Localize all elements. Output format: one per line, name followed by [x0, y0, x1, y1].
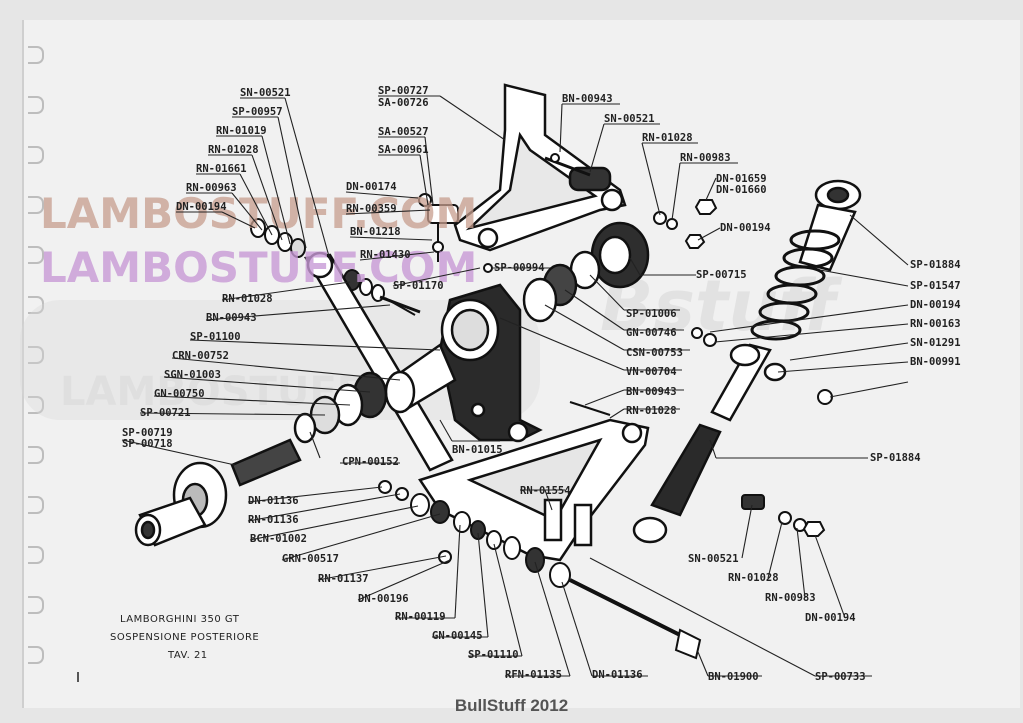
part-label: DN-00194	[910, 299, 961, 311]
part-label: RN-00119	[395, 611, 446, 623]
part-label: SA-00726	[378, 97, 429, 109]
part-label: SP-00727	[378, 85, 429, 97]
part-label: RFN-01135	[505, 669, 562, 681]
part-label: SP-00715	[696, 269, 747, 281]
part-label: BN-01900	[708, 671, 759, 683]
binder-ring	[28, 96, 44, 114]
part-label: RN-01137	[318, 573, 369, 585]
part-label: RN-01028	[728, 572, 779, 584]
part-label: DN-00196	[358, 593, 409, 605]
part-label: CRN-00752	[172, 350, 229, 362]
binder-ring	[28, 146, 44, 164]
part-label: RN-01028	[626, 405, 677, 417]
part-label: SN-01291	[910, 337, 961, 349]
part-label: RN-01136	[248, 514, 299, 526]
part-label: BN-00943	[562, 93, 613, 105]
part-label: SN-00521	[240, 87, 291, 99]
part-label: SP-01547	[910, 280, 961, 292]
binder-ring	[28, 196, 44, 214]
coilover-shock	[632, 179, 862, 544]
part-label: SA-00527	[378, 126, 429, 138]
part-label: DN-01659	[716, 173, 767, 185]
part-label: GN-00145	[432, 630, 483, 642]
part-label: BN-01015	[452, 444, 503, 456]
part-label: DN-01136	[248, 495, 299, 507]
part-label: RN-01661	[196, 163, 247, 175]
part-label: DN-00194	[720, 222, 771, 234]
part-label: SP-00733	[815, 671, 866, 683]
part-label: GN-00746	[626, 327, 677, 339]
part-label: DN-00194	[805, 612, 856, 624]
part-label: RN-01028	[222, 293, 273, 305]
part-label: SP-01006	[626, 308, 677, 320]
diagram-caption: LAMBORGHINI 350 GT SOSPENSIONE POSTERIOR…	[110, 614, 259, 661]
part-label: BN-00943	[626, 386, 677, 398]
part-label: RN-01430	[360, 249, 411, 261]
part-label: DN-01660	[716, 184, 767, 196]
part-label: RN-01019	[216, 125, 267, 137]
part-label: RN-00963	[186, 182, 237, 194]
part-label: BN-00943	[206, 312, 257, 324]
part-label: SGN-01003	[164, 369, 221, 381]
part-label: SP-01110	[468, 649, 519, 661]
binder-ring	[28, 396, 44, 414]
part-label: RN-01028	[208, 144, 259, 156]
part-label: RN-00983	[680, 152, 731, 164]
part-label: RN-00359	[346, 203, 397, 215]
part-label: SP-00718	[122, 438, 173, 450]
part-label: SA-00961	[378, 144, 429, 156]
part-label: DN-01136	[592, 669, 643, 681]
part-label: SP-00719	[122, 427, 173, 439]
brake-disc	[522, 221, 650, 323]
binder-ring	[28, 446, 44, 464]
part-label: GRN-00517	[282, 553, 339, 565]
footer-credit: BullStuff 2012	[454, 696, 569, 715]
part-label: VN-00704	[626, 366, 677, 378]
binder-ring	[28, 246, 44, 264]
part-label: SN-00521	[688, 553, 739, 565]
watermark-primary: LAMBOSTUFF.COM	[40, 189, 477, 238]
upper-wishbone	[453, 83, 627, 252]
part-label: SP-01100	[190, 331, 241, 343]
part-label: RN-00163	[910, 318, 961, 330]
part-label: SP-00994	[494, 262, 545, 274]
binder-ring	[28, 346, 44, 364]
binder-ring	[28, 46, 44, 64]
part-label: DN-00174	[346, 181, 397, 193]
part-label: SP-01170	[393, 280, 444, 292]
lower-bushings	[410, 493, 702, 660]
stub-axle	[134, 438, 302, 547]
part-label: CPN-00152	[342, 456, 399, 468]
part-label: RN-01554	[520, 485, 571, 497]
binder-ring	[28, 296, 44, 314]
part-labels: SN-00521 SP-00957 RN-01019 RN-01028 RN-0…	[122, 85, 961, 683]
part-label: BCN-01002	[250, 533, 307, 545]
binder-ring	[28, 596, 44, 614]
caption-line-3: TAV. 21	[167, 650, 208, 661]
hub-carrier	[438, 283, 543, 443]
part-label: DN-00194	[176, 201, 227, 213]
binder-ring	[28, 496, 44, 514]
part-label: SP-00721	[140, 407, 191, 419]
part-label: GN-00750	[154, 388, 205, 400]
binder-ring	[28, 546, 44, 564]
part-label: RN-01028	[642, 132, 693, 144]
part-label: BN-00991	[910, 356, 961, 368]
part-label: SN-00521	[604, 113, 655, 125]
part-label: CSN-00753	[626, 347, 683, 359]
leader-lines	[121, 95, 909, 677]
part-label: SP-01884	[870, 452, 921, 464]
caption-line-2: SOSPENSIONE POSTERIORE	[110, 632, 259, 643]
part-label: BN-01218	[350, 226, 401, 238]
part-label: RN-00983	[765, 592, 816, 604]
binder-ring	[28, 646, 44, 664]
part-label: SP-00957	[232, 106, 283, 118]
part-label: SP-01884	[910, 259, 961, 271]
caption-line-1: LAMBORGHINI 350 GT	[120, 614, 240, 625]
small-hardware	[378, 153, 833, 564]
